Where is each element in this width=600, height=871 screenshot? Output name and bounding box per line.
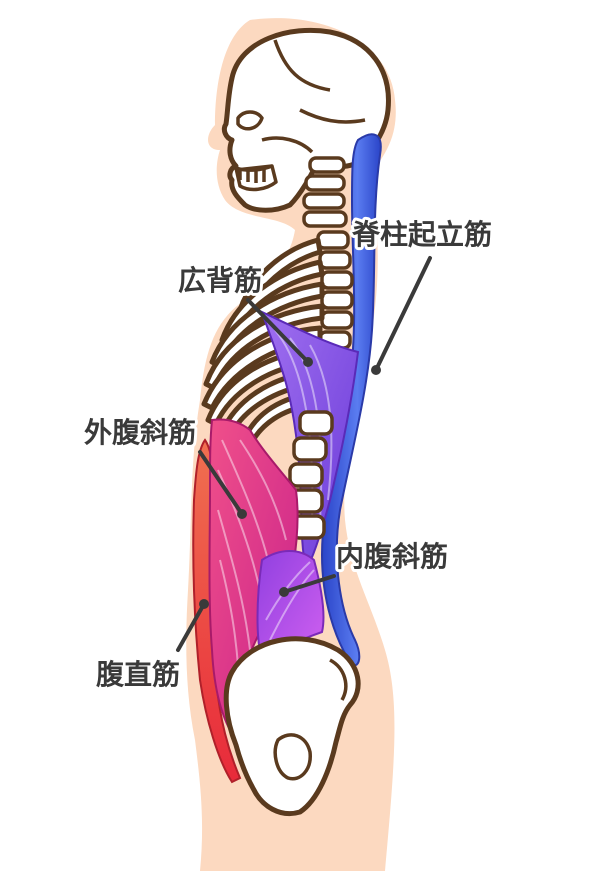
lumbar-spine (288, 410, 334, 540)
leader-latissimus-dorsi (246, 298, 313, 367)
cheekbone (261, 136, 314, 154)
pelvis-opening (273, 733, 312, 781)
leader-internal-oblique (279, 574, 336, 597)
leader-external-oblique (198, 450, 247, 519)
teeth (235, 164, 273, 183)
leader-erector-spinae (371, 256, 432, 375)
label-internal-oblique: 内腹斜筋 (336, 540, 448, 573)
cervical-spine (302, 156, 348, 228)
internal-oblique-muscle (256, 550, 325, 662)
eye-socket (236, 110, 264, 131)
label-external-oblique: 外腹斜筋 (84, 416, 196, 449)
leader-rectus-abdominis (176, 599, 209, 652)
sacrum (329, 658, 348, 701)
label-rectus-abdominis: 腹直筋 (96, 658, 180, 691)
label-erector-spinae: 脊柱起立筋 (351, 218, 492, 251)
pelvis (223, 636, 361, 816)
label-latissimus-dorsi: 広背筋 (178, 264, 262, 297)
skull-suture (273, 39, 366, 124)
